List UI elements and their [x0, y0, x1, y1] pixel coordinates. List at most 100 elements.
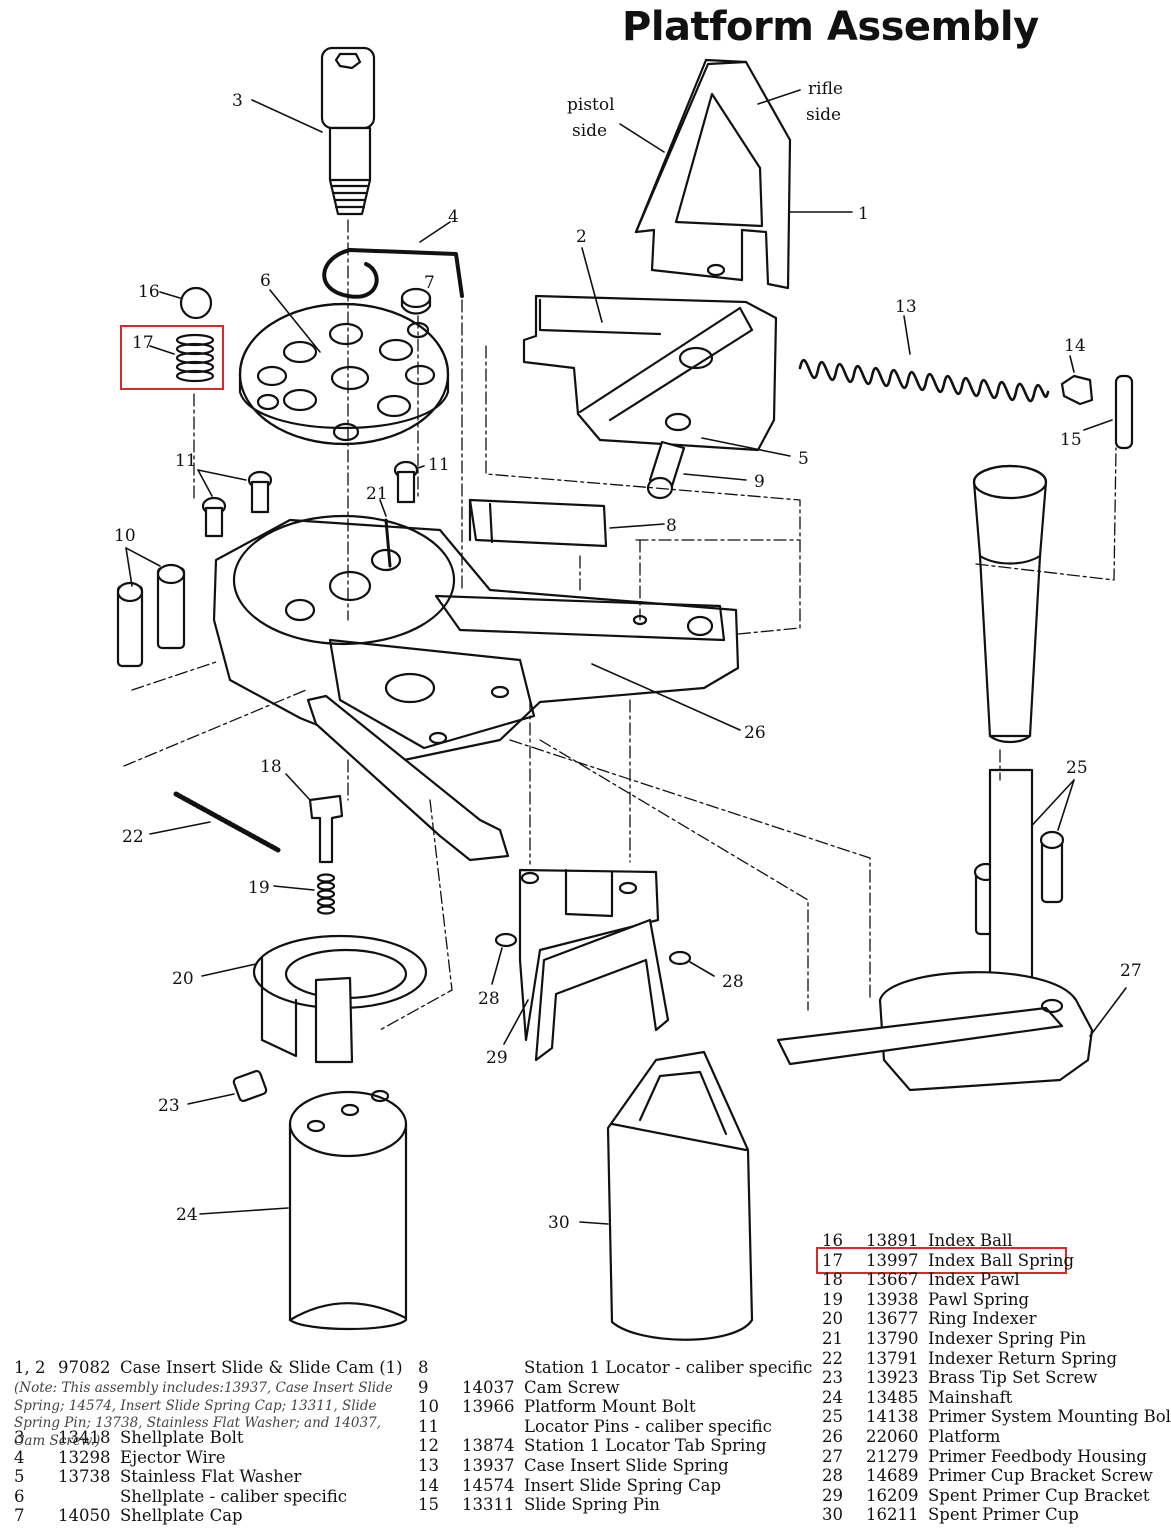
callout-22: 22: [122, 827, 144, 847]
legend-number: 18: [822, 1270, 843, 1290]
legend-number: 9: [418, 1377, 429, 1397]
legend-description: Index Ball: [928, 1231, 1013, 1250]
legend-number: 22: [822, 1348, 843, 1368]
callout-28-left: 28: [478, 989, 500, 1009]
legend-description: Ejector Wire: [120, 1447, 226, 1467]
index-ball-part: [179, 286, 213, 320]
legend-part-number: 13791: [866, 1348, 919, 1368]
legend-number: 14: [418, 1475, 439, 1495]
callout-26: 26: [744, 723, 766, 743]
callout-11-right: 11: [428, 455, 450, 475]
legend-description: Indexer Return Spring: [928, 1348, 1118, 1368]
legend-part-number: 13677: [866, 1309, 919, 1329]
platform-part: [212, 514, 740, 762]
rifle-side-label-line2: side: [806, 105, 841, 125]
slide-cam-part: [634, 58, 792, 290]
legend-number: 17: [822, 1250, 843, 1270]
legend-description: Spent Primer Cup: [928, 1505, 1079, 1525]
legend-number: 7: [14, 1506, 25, 1526]
legend-part-number: 13738: [58, 1467, 111, 1487]
legend-description: Brass Tip Set Screw: [928, 1368, 1098, 1388]
legend-part-number: 21279: [866, 1446, 919, 1466]
callout-23: 23: [158, 1096, 180, 1116]
legend-number: 12: [418, 1436, 439, 1456]
mainshaft-lower-part: [288, 1089, 408, 1331]
callout-30: 30: [548, 1213, 570, 1233]
legend-description: Primer Feedbody Housing: [928, 1446, 1147, 1466]
legend-part-number: 14574: [462, 1475, 515, 1495]
spent-primer-cup-part: [606, 1050, 754, 1341]
legend-number: 25: [822, 1407, 843, 1427]
locator-pin-left: [247, 470, 273, 514]
legend-number: 26: [822, 1426, 843, 1446]
callout-6: 6: [260, 271, 271, 291]
legend-description: Cam Screw: [524, 1377, 620, 1397]
index-ball-spring-part: [175, 333, 215, 383]
case-insert-slide-part: [522, 294, 778, 452]
index-pawl-part: [308, 794, 344, 864]
legend-part-number: 14138: [866, 1407, 919, 1427]
legend-description: Pawl Spring: [928, 1289, 1030, 1309]
callout-1: 1: [858, 204, 869, 224]
callout-29: 29: [486, 1048, 508, 1068]
callout-18: 18: [260, 757, 282, 777]
legend-number: 10: [418, 1397, 439, 1417]
legend-part-number: 13311: [462, 1495, 515, 1515]
legend-description: Ring Indexer: [928, 1309, 1037, 1329]
callout-25: 25: [1066, 758, 1088, 778]
legend-description: Locator Pins - caliber specific: [524, 1416, 772, 1436]
legend-description: Indexer Spring Pin: [928, 1328, 1087, 1348]
legend-part-number: 13667: [866, 1270, 919, 1290]
indexer-return-spring-part: [173, 791, 281, 853]
legend-number: 13: [418, 1455, 439, 1475]
legend-description: Shellplate Cap: [120, 1506, 243, 1526]
callout-19: 19: [248, 878, 270, 898]
legend-number: 20: [822, 1309, 843, 1329]
callout-16: 16: [138, 282, 160, 302]
callout-3: 3: [232, 91, 243, 111]
legend-number: 6: [14, 1486, 25, 1506]
legend-description: Index Pawl: [928, 1270, 1020, 1290]
legend-part-number: 13938: [866, 1289, 919, 1309]
legend-number: 11: [418, 1416, 439, 1436]
shellplate-bolt-part: [320, 46, 376, 216]
highlight-box-part-17: [120, 325, 224, 390]
legend-description: Station 1 Locator Tab Spring: [524, 1436, 767, 1456]
legend-description: Platform Mount Bolt: [524, 1397, 696, 1417]
mainshaft-upper-part: [972, 464, 1048, 744]
legend-description: Stainless Flat Washer: [120, 1467, 302, 1487]
legend-part-number: 13937: [462, 1455, 515, 1475]
callout-20: 20: [172, 969, 194, 989]
locator-pin-right: [393, 460, 419, 504]
legend-part-number: 22060: [866, 1426, 919, 1446]
callout-28-right: 28: [722, 972, 744, 992]
callout-8: 8: [666, 516, 677, 536]
legend-part-number: 13790: [866, 1328, 919, 1348]
shellplate-part: [238, 302, 450, 446]
slide-spring-part: [798, 358, 1050, 403]
legend-description: Primer Cup Bracket Screw: [928, 1466, 1153, 1486]
callout-27: 27: [1120, 961, 1142, 981]
legend-description: Primer System Mounting Bolts: [928, 1407, 1171, 1427]
pawl-spring-part: [316, 873, 336, 915]
callout-7: 7: [424, 273, 435, 293]
legend-description: Shellplate Bolt: [120, 1428, 244, 1447]
legend-part-number: 13966: [462, 1397, 515, 1417]
shellplate-cap-part: [400, 287, 432, 315]
primer-cup-bracket-screw-left: [494, 932, 518, 948]
primer-feedbody-housing-part: [776, 768, 1094, 1092]
legend-description: Mainshaft: [928, 1387, 1013, 1407]
legend-part-number: 14689: [866, 1466, 919, 1486]
legend-description: Platform: [928, 1426, 1001, 1446]
legend-number: 5: [14, 1467, 25, 1487]
brass-tip-set-screw-part: [232, 1069, 268, 1103]
legend-part-number: 13891: [866, 1231, 919, 1250]
legend-description: Index Ball Spring: [928, 1250, 1075, 1270]
slide-spring-pin-part: [1114, 374, 1134, 450]
legend-part-number: 13485: [866, 1387, 919, 1407]
callout-24: 24: [176, 1205, 198, 1225]
callout-10: 10: [114, 526, 136, 546]
callout-2: 2: [576, 227, 587, 247]
callout-5: 5: [798, 449, 809, 469]
